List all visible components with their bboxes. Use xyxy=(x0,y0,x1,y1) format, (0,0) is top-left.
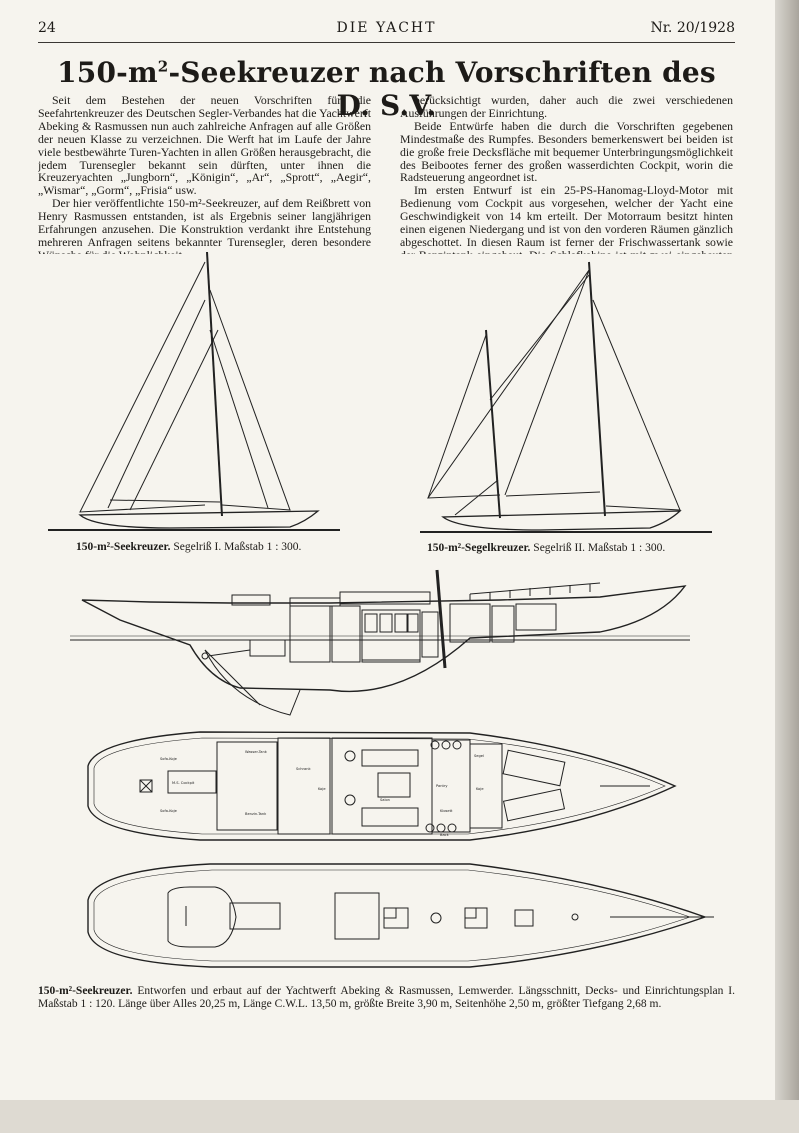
title-superscript: 2 xyxy=(157,57,169,76)
page-number: 24 xyxy=(38,20,56,36)
header-rule xyxy=(38,42,735,43)
paragraph: Im ersten Entwurf ist ein 25-PS-Hanomag-… xyxy=(400,183,733,254)
paragraph: Seit dem Bestehen der neuen Vorschriften… xyxy=(38,94,371,198)
page-header: 24 DIE YACHT Nr. 20/1928 xyxy=(38,20,735,42)
page-bottom-edge xyxy=(0,1100,799,1133)
paragraph: Beide Entwürfe haben die durch die Vorsc… xyxy=(400,118,733,185)
text-column-right: berücksichtigt wurden, daher auch die zw… xyxy=(400,94,733,254)
paragraph: berücksichtigt wurden, daher auch die zw… xyxy=(400,94,733,120)
caption-bold: 150-m²-Seekreuzer. xyxy=(38,985,133,997)
caption-text: Segelriß I. Maßstab 1 : 300. xyxy=(173,541,302,553)
article-title: 150-m2-Seekreuzer nach Vorschriften des … xyxy=(38,56,735,122)
caption-bold: 150-m²-Segelkreuzer. xyxy=(427,542,531,554)
magazine-name: DIE YACHT xyxy=(336,20,437,36)
title-part-2: -Seekreuzer nach Vorschriften des D. S.V… xyxy=(168,56,716,122)
sail-plan-1-caption: 150-m²-Seekreuzer. Segelriß I. Maßstab 1… xyxy=(76,541,301,553)
caption-bold: 150-m²-Seekreuzer. xyxy=(76,541,171,553)
title-part-1: 150-m xyxy=(57,56,158,89)
paragraph: Der hier veröffentlichte 150-m²-Seekreuz… xyxy=(38,196,371,254)
issue-number: Nr. 20/1928 xyxy=(650,20,735,36)
caption-text: Segelriß II. Maßstab 1 : 300. xyxy=(533,542,666,554)
text-column-left: Seit dem Bestehen der neuen Vorschriften… xyxy=(38,94,371,254)
figure-caption-bottom: 150-m²-Seekreuzer. Entworfen und erbaut … xyxy=(38,985,735,1011)
page-edge xyxy=(775,0,799,1133)
caption-text: Entworfen und erbaut auf der Yachtwerft … xyxy=(38,985,736,1010)
sail-plan-2-caption: 150-m²-Segelkreuzer. Segelriß II. Maßsta… xyxy=(427,542,665,554)
